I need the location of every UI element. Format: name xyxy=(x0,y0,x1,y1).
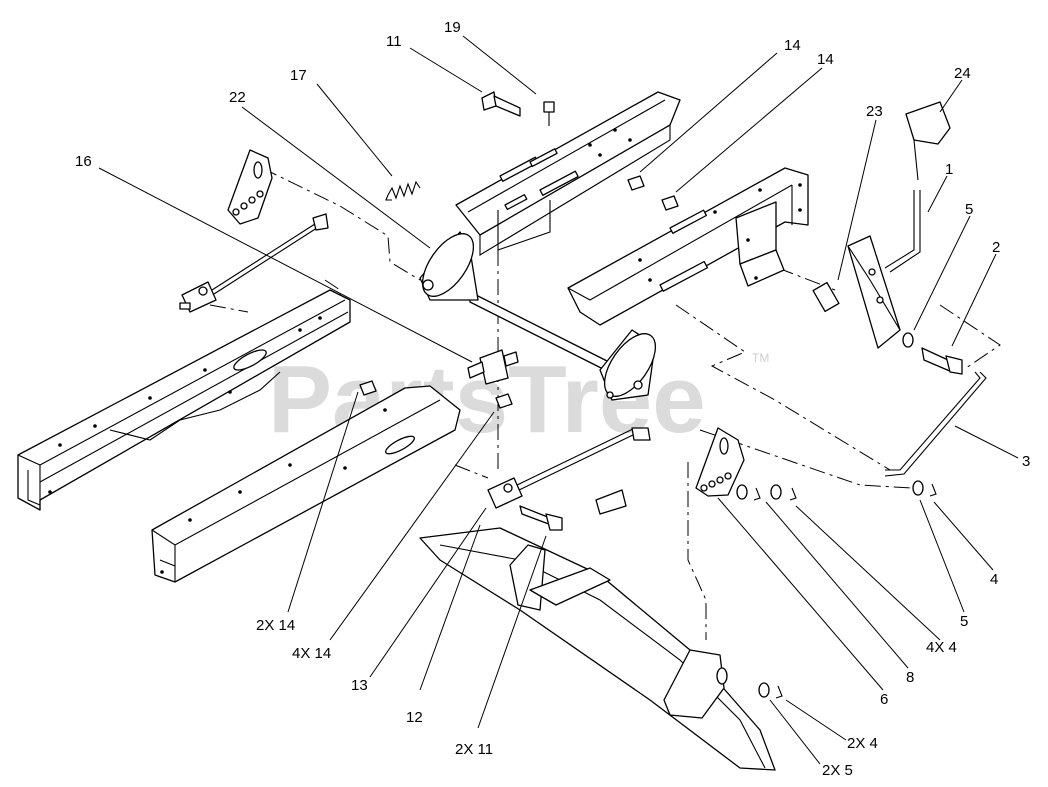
callout-2x-4: 2X 4 xyxy=(847,735,878,752)
callout-2x-14: 2X 14 xyxy=(256,617,295,634)
spring xyxy=(385,180,421,201)
callout-2x-11: 2X 11 xyxy=(455,741,493,758)
right-frame-plate xyxy=(567,167,809,326)
callout-labels: 19 11 17 22 16 14 14 24 23 1 5 2 3 4 5 4… xyxy=(75,19,1030,779)
frame-rail-left xyxy=(17,289,351,511)
pivot-plate-upper xyxy=(227,149,273,225)
lift-arm xyxy=(419,527,783,771)
callout-23: 23 xyxy=(866,103,883,120)
callout-22: 22 xyxy=(229,89,246,106)
callout-8: 8 xyxy=(906,669,914,686)
callout-1: 1 xyxy=(945,161,953,178)
callout-12: 12 xyxy=(406,709,423,726)
pivot-plate-lower xyxy=(695,427,797,501)
rod-upper-left xyxy=(179,213,329,313)
callout-3: 3 xyxy=(1022,453,1030,470)
callout-4: 4 xyxy=(990,571,998,588)
callout-13: 13 xyxy=(351,677,368,694)
callout-2: 2 xyxy=(992,239,1000,256)
lift-handle xyxy=(812,101,951,349)
clamp-bracket xyxy=(467,349,519,385)
callout-24: 24 xyxy=(954,65,971,82)
top-channel-bracket xyxy=(455,91,681,256)
rod-lower xyxy=(487,427,651,531)
callout-4x-14: 4X 14 xyxy=(292,645,331,662)
callout-5-lower: 5 xyxy=(960,613,968,630)
callout-5-top: 5 xyxy=(965,201,973,218)
callout-19: 19 xyxy=(444,19,461,36)
callout-11: 11 xyxy=(386,33,402,50)
callout-17: 17 xyxy=(290,67,307,84)
callout-2x-5: 2X 5 xyxy=(822,762,853,779)
callout-14-b: 14 xyxy=(817,51,834,68)
watermark-trademark: TM xyxy=(752,351,769,365)
callout-4x-4: 4X 4 xyxy=(926,639,957,656)
callout-16: 16 xyxy=(75,153,92,170)
callout-14-a: 14 xyxy=(784,37,801,54)
rod-right xyxy=(884,371,987,497)
leader-lines xyxy=(98,35,1019,765)
callout-6: 6 xyxy=(880,691,888,708)
nuts xyxy=(359,175,679,409)
frame-rail-middle xyxy=(151,385,461,583)
lift-shaft xyxy=(419,231,657,401)
bolt-top xyxy=(481,91,555,126)
bolt-right xyxy=(902,332,963,375)
